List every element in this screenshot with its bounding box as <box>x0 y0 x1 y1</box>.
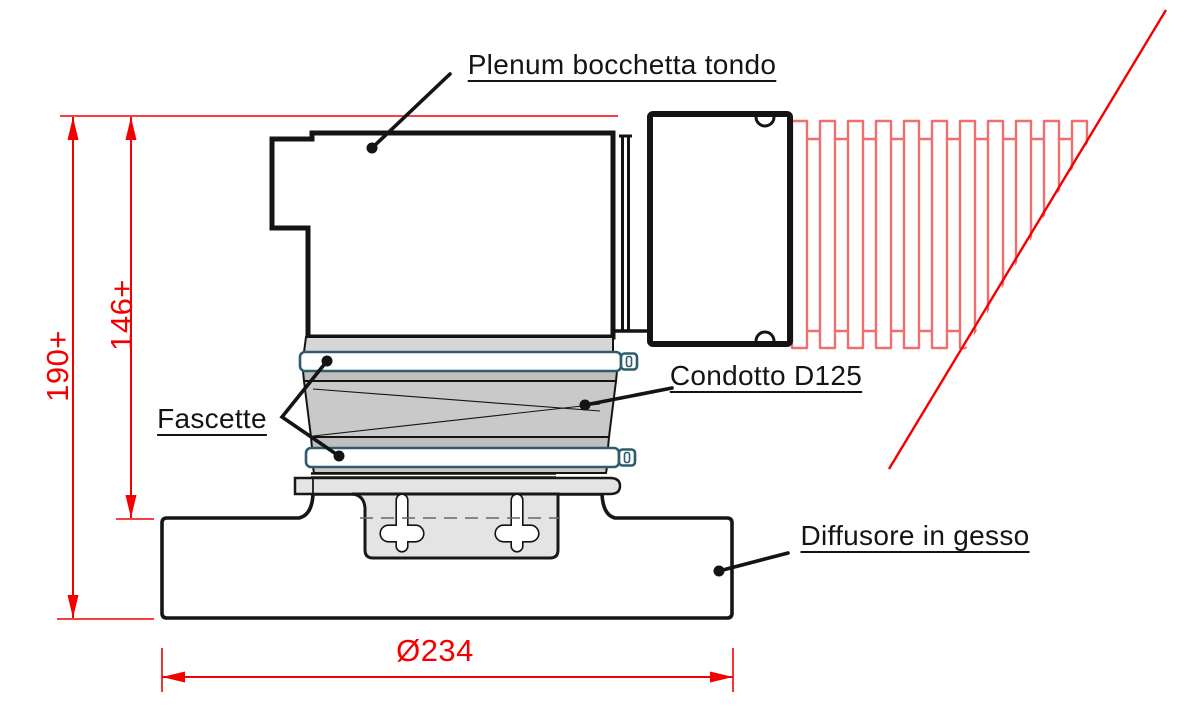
dimension-lines <box>57 115 734 692</box>
plenum-outline <box>269 130 616 340</box>
flexible-duct-corrugation <box>790 119 1089 350</box>
mounting-flange <box>293 476 622 496</box>
leader-lines <box>279 72 790 577</box>
keyhole-slot-right <box>494 493 540 553</box>
collar-clip-notch-bottom <box>754 330 776 342</box>
connector-duct <box>301 336 619 479</box>
keyhole-slot-left <box>379 493 425 553</box>
hose-clamp-bottom <box>304 446 637 469</box>
break-line <box>887 9 1168 470</box>
leader-fascette <box>279 355 345 462</box>
dimension-text-diameter: Ø234 <box>396 633 474 668</box>
leader-diffusore <box>713 551 790 577</box>
duct-collar <box>647 111 793 347</box>
leader-condotto <box>579 386 674 411</box>
leader-plenum <box>366 72 452 154</box>
dimension-text-190: 190+ <box>40 330 75 402</box>
hose-clamp-top <box>298 350 639 373</box>
label-diffusore: Diffusore in gesso <box>800 520 1030 551</box>
label-condotto: Condotto D125 <box>669 360 863 391</box>
dimension-arrowheads <box>67 117 733 683</box>
label-plenum: Plenum bocchetta tondo <box>467 49 777 80</box>
dimension-text-146: 146+ <box>104 279 139 351</box>
label-fascette: Fascette <box>157 403 267 434</box>
collar-clip-notch-top <box>754 116 776 128</box>
duct-seam-lines <box>312 388 601 437</box>
plenum-spigot <box>614 134 650 333</box>
